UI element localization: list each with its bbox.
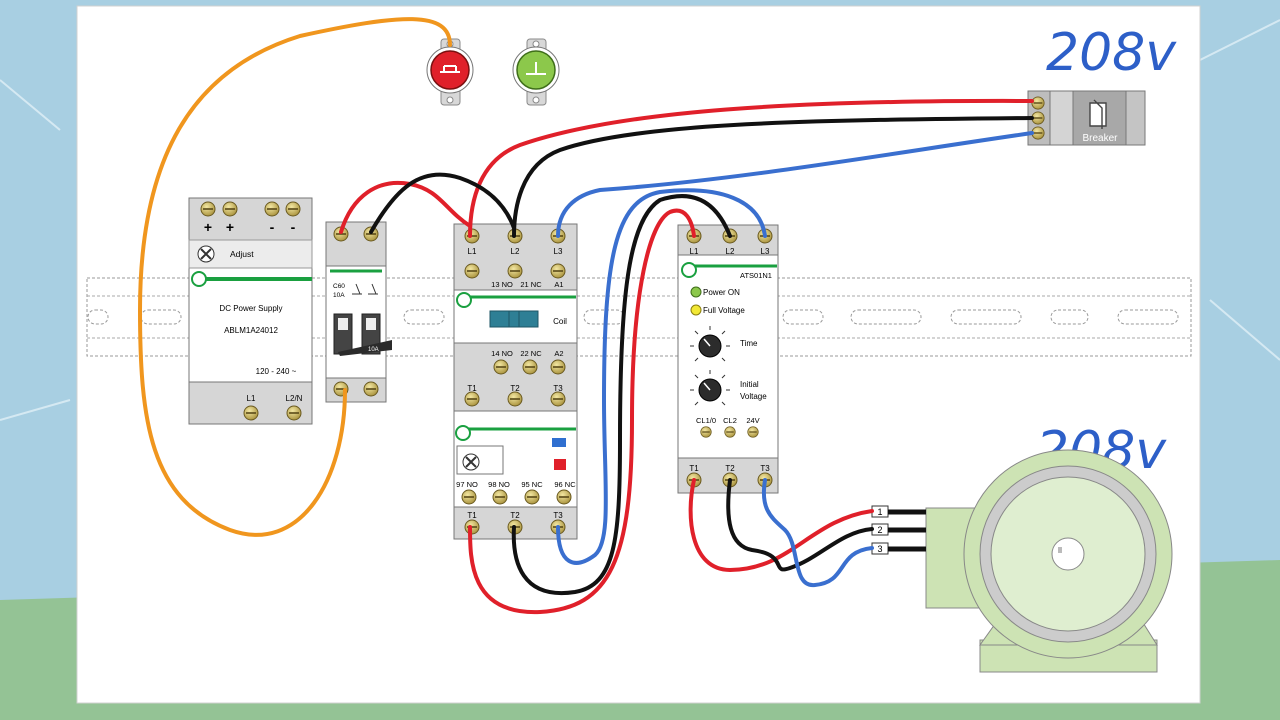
full-voltage-label: Full Voltage <box>703 306 745 315</box>
time-knob[interactable] <box>690 326 730 362</box>
control-24v-label: 24V <box>746 416 759 425</box>
psu-range: 120 - 240 ~ <box>256 367 297 376</box>
red-supply-l1-wire <box>468 98 1034 238</box>
contactor: L1 L2 L3 13 NO 21 NC A1 Coil 14 NO 22 NC… <box>453 223 578 412</box>
contactor-t3-label: T3 <box>553 384 563 393</box>
overload-relay: 97 NO 98 NO 95 NC 96 NC T1 T2 T3 <box>453 410 578 540</box>
coil-indicator <box>489 310 539 328</box>
control-cl2-label: CL2 <box>723 416 737 425</box>
orange-control-wire <box>137 17 452 537</box>
c60-circuit-breaker[interactable]: C60 10A 10A <box>325 221 392 403</box>
blue-supply-l3-wire <box>556 131 1034 238</box>
softstarter-t3-label: T3 <box>760 464 770 473</box>
contactor-l2-label: L2 <box>511 247 520 256</box>
handwritten-voltage-top: 208v <box>1046 23 1177 83</box>
full-voltage-led <box>690 304 702 316</box>
softstarter-l3-label: L3 <box>761 247 770 256</box>
psu-terminal-minus-2: - <box>291 219 296 235</box>
motor-terminal-1: 1 <box>877 507 882 517</box>
softstarter-l2-label: L2 <box>726 247 735 256</box>
cb-handle[interactable] <box>338 340 392 356</box>
psu-l2n-label: L2/N <box>286 394 303 403</box>
breaker-switch-icon <box>1089 99 1107 129</box>
red-overload-t1-wire <box>468 208 696 615</box>
contactor-coil-label: Coil <box>553 317 567 326</box>
contactor-a2-label: A2 <box>554 349 563 358</box>
initial-label: Initial <box>740 380 759 389</box>
start-pushbutton[interactable] <box>512 38 560 106</box>
cb-contact-symbol-icon <box>352 283 378 295</box>
contactor-t1-label: T1 <box>467 384 477 393</box>
schneider-logo-icon <box>681 262 697 278</box>
power-on-led <box>690 286 702 298</box>
nc-contact-icon <box>440 65 460 73</box>
psu-terminal-minus-1: - <box>270 219 275 235</box>
schneider-logo-icon <box>456 292 472 308</box>
overload-98no-label: 98 NO <box>488 480 510 489</box>
cb-model: C60 <box>333 283 345 290</box>
softstarter-t1-label: T1 <box>689 464 699 473</box>
softstarter-t2-label: T2 <box>725 464 735 473</box>
red-motor-t1-wire <box>688 478 874 573</box>
black-overload-t2-wire <box>511 194 732 596</box>
motor-shaft <box>1051 537 1085 571</box>
motor-terminal-2: 2 <box>877 525 882 535</box>
psu-terminal-plus-1: + <box>204 219 212 235</box>
contactor-22nc-label: 22 NC <box>520 349 542 358</box>
contactor-a1-label: A1 <box>554 280 563 289</box>
soft-starter: L1 L2 L3 ATS01N1 Power ON Full Voltage T… <box>677 224 779 494</box>
overload-95nc-label: 95 NC <box>521 480 543 489</box>
power-on-label: Power ON <box>703 288 740 297</box>
overload-97no-label: 97 NO <box>456 480 478 489</box>
black-cb-jumper-wire <box>369 172 516 234</box>
black-motor-t2-wire <box>726 478 874 572</box>
contactor-13no-label: 13 NO <box>491 280 513 289</box>
schneider-logo-icon <box>455 425 471 441</box>
black-supply-l2-wire <box>512 116 1034 238</box>
softstarter-model: ATS01N1 <box>740 271 772 280</box>
psu-adjust-label: Adjust <box>230 249 254 259</box>
no-contact-icon <box>526 62 546 75</box>
overload-t3-label: T3 <box>553 511 563 520</box>
overload-t1-label: T1 <box>467 511 477 520</box>
breaker-label: Breaker <box>1082 133 1118 144</box>
psu-terminal-plus-2: + <box>226 219 234 235</box>
contactor-t2-label: T2 <box>510 384 520 393</box>
psu-name: DC Power Supply <box>219 304 282 313</box>
main-breaker[interactable]: Breaker <box>1027 90 1146 146</box>
contactor-21nc-label: 21 NC <box>520 280 542 289</box>
blue-overload-t3-wire <box>556 188 767 565</box>
overload-reset-button[interactable] <box>554 459 566 470</box>
initial-voltage-knob[interactable] <box>690 370 730 406</box>
overload-96nc-label: 96 NC <box>554 480 576 489</box>
adjust-dial-icon <box>465 456 477 468</box>
blue-motor-t3-wire <box>761 478 874 588</box>
psu-l1-label: L1 <box>247 394 256 403</box>
softstarter-l1-label: L1 <box>690 247 699 256</box>
motor-terminal-3: 3 <box>877 544 882 554</box>
time-label: Time <box>740 339 758 348</box>
contactor-l1-label: L1 <box>468 247 477 256</box>
dc-power-supply: + + - - Adjust DC Power Supply ABLM1A240… <box>188 197 313 425</box>
stop-pushbutton[interactable] <box>426 38 474 106</box>
wires <box>137 17 1034 615</box>
overload-t2-label: T2 <box>510 511 520 520</box>
control-cl10-label: CL1/0 <box>696 416 716 425</box>
contactor-14no-label: 14 NO <box>491 349 513 358</box>
schneider-logo-icon <box>191 271 207 287</box>
overload-test-button[interactable] <box>552 438 566 447</box>
voltage-label: Voltage <box>740 392 767 401</box>
contactor-l3-label: L3 <box>554 247 563 256</box>
motor: 1 2 3 <box>871 449 1173 673</box>
psu-model: ABLM1A24012 <box>224 326 278 335</box>
cb-handle-rating: 10A <box>368 347 379 353</box>
cb-rating: 10A <box>333 292 345 299</box>
